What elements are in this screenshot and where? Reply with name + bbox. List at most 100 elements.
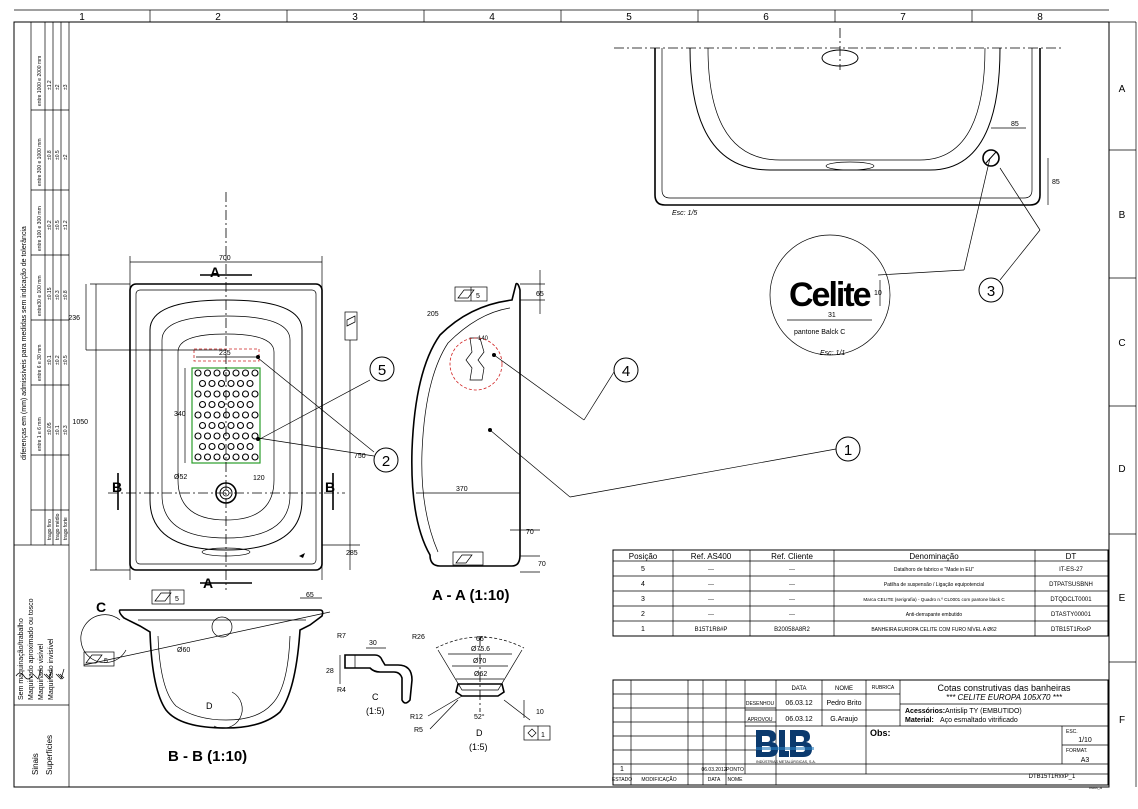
- tol-medio-2: ±0.5: [55, 150, 61, 160]
- parts-row-2-denomination: Anti-derrapante embutido: [906, 612, 963, 618]
- anti-slip-dot: [198, 442, 207, 451]
- anti-slip-dot: [232, 369, 240, 377]
- tb-aprovou-label: APROVOU: [747, 717, 772, 723]
- anti-slip-dot: [246, 379, 254, 388]
- anti-slip-dot: [213, 369, 221, 377]
- dim-205: 205: [427, 311, 439, 318]
- anti-slip-dot: [208, 400, 216, 409]
- dim-r26: R26: [412, 634, 425, 641]
- tolerance-vertical-title: diferenças em (mm) admissíveis para medi…: [21, 226, 28, 460]
- tol-medio-3: ±0.5: [55, 220, 61, 230]
- finish-line-2: Maquinado aproximado ou tosco: [28, 598, 35, 700]
- finish-line-3: Maquinado visível: [38, 644, 45, 700]
- tb-col-nome: NOME: [835, 686, 853, 692]
- dim-370: 370: [456, 486, 468, 493]
- anti-slip-dot: [222, 432, 231, 440]
- anti-slip-dot: [227, 421, 235, 430]
- tb-rev-note: PONTO: [726, 767, 744, 773]
- dim-340: 340: [174, 411, 186, 418]
- tol-fino-2: ±0.8: [47, 150, 53, 160]
- tb-desenhou-name: Pedro Brito: [826, 700, 861, 707]
- tol-forte-4: ±0.8: [63, 290, 69, 300]
- parts-row-5-denomination: Datalhoro de fabrico e "Made in EU": [894, 567, 974, 573]
- anti-slip-dot: [251, 411, 259, 419]
- section-bb-view: Ø60 5 5 65 C D B - B (1:10): [80, 589, 331, 765]
- anti-slip-dot: [217, 421, 226, 430]
- detail-c-marker-label: C: [96, 599, 106, 615]
- tb-title-2: *** CELITE EUROPA 105X70 ***: [946, 693, 1063, 702]
- balloon-5: 5: [369, 356, 395, 382]
- balloon-1-label: 1: [844, 442, 852, 459]
- tb-col-data: DATA: [791, 686, 806, 692]
- leader-lines: [256, 157, 1041, 498]
- dim-overflow-60: Ø60: [177, 647, 190, 654]
- flat-5-bb-left: 5: [104, 658, 108, 665]
- tolerance-table: diferenças em (mm) admissíveis para medi…: [14, 22, 70, 546]
- grid-col-3: 3: [352, 12, 358, 23]
- tb-nome-label: NOME: [728, 777, 744, 783]
- grid-row-labels: A B C D E F: [1118, 84, 1125, 726]
- detail-circle-tab: [449, 337, 503, 391]
- anti-slip-dot: [246, 421, 254, 430]
- dim-235: 235: [219, 350, 231, 357]
- tb-format-value: A3: [1081, 757, 1090, 764]
- tol-forte-5: ±0.5: [63, 355, 69, 365]
- tb-drawing-number: DTB15T1RxxP_1: [1029, 774, 1076, 780]
- dim-66-deg: 66°: [476, 635, 487, 643]
- tol-fino-3: ±0.2: [47, 220, 53, 230]
- parts-row-1-as400: B15T1R8#P: [695, 627, 728, 633]
- parts-row-5-pos: 5: [641, 566, 645, 573]
- tb-small-ref: GUIA_A: [1089, 786, 1103, 790]
- anti-slip-dot: [217, 379, 226, 388]
- range-1000-2000: entre 1000 e 2000 mm: [37, 56, 43, 106]
- perpendicularity-frame: [523, 725, 551, 741]
- range-1-6: entre 1 e 6 mm: [37, 417, 43, 451]
- top-partial-view: 85 85 Esc: 1/5: [614, 28, 1064, 217]
- detail-d-scale: (1:5): [469, 742, 488, 752]
- tb-col-rubrica: RUBRICA: [872, 685, 895, 691]
- detail-c-title: C: [372, 692, 379, 702]
- parts-row-3-as400: ---: [708, 597, 714, 603]
- anti-slip-dot: [217, 442, 226, 451]
- anti-slip-dot: [203, 411, 212, 419]
- anti-slip-dot: [198, 421, 207, 430]
- tol-medio-1: ±2: [55, 84, 61, 90]
- dim-236: 236: [68, 315, 80, 322]
- grid-col-8: 8: [1037, 12, 1043, 23]
- parts-header-client: Ref. Cliente: [771, 552, 813, 561]
- tol-forte-6: ±0.3: [63, 425, 69, 435]
- suspension-tab: [465, 337, 485, 381]
- anti-slip-dot: [227, 379, 235, 388]
- tol-medio-4: ±0.3: [55, 290, 61, 300]
- blb-logo: [756, 730, 814, 757]
- parts-list-table: Posição Ref. AS400 Ref. Cliente Denomina…: [612, 549, 1109, 637]
- row-trago-medio: trago médio: [55, 513, 61, 540]
- anti-slip-dot: [203, 390, 212, 398]
- detail-d-title: D: [476, 728, 483, 738]
- top-view-scale: Esc: 1/5: [672, 210, 697, 217]
- section-b-right-label: B: [325, 479, 335, 495]
- dim-750: 750: [354, 453, 366, 460]
- parts-header-position: Posição: [629, 552, 658, 561]
- anti-slip-dot: [251, 453, 259, 461]
- tb-desenhou-label: DESENHOU: [746, 701, 775, 707]
- parts-row-5-as400: ---: [708, 567, 714, 573]
- balloon-1: 1: [835, 436, 861, 462]
- dim-1050: 1050: [72, 419, 88, 426]
- parallelism-frame: [344, 311, 358, 341]
- anti-slip-dot: [236, 379, 245, 388]
- grid-col-5: 5: [626, 12, 632, 23]
- parts-row-2-client: ---: [789, 612, 795, 618]
- grid-col-1: 1: [79, 12, 85, 23]
- grid-row-b: B: [1119, 210, 1126, 221]
- grid-col-7: 7: [900, 12, 906, 23]
- balloon-3-label: 3: [987, 283, 995, 300]
- tb-title-1: Cotas construtivas das banheiras: [937, 683, 1071, 693]
- anti-slip-dot: [232, 453, 240, 461]
- parts-row-3-pos: 3: [641, 596, 645, 603]
- anti-slip-dot: [241, 390, 250, 398]
- anti-slip-dot: [241, 411, 250, 419]
- detail-c-marker: [80, 614, 127, 663]
- perp-value-1: 1: [541, 732, 545, 739]
- detail-d-view: 66° Ø75.6 Ø70 Ø62 R12 R5 52° 10 1 D (1:5…: [410, 635, 551, 752]
